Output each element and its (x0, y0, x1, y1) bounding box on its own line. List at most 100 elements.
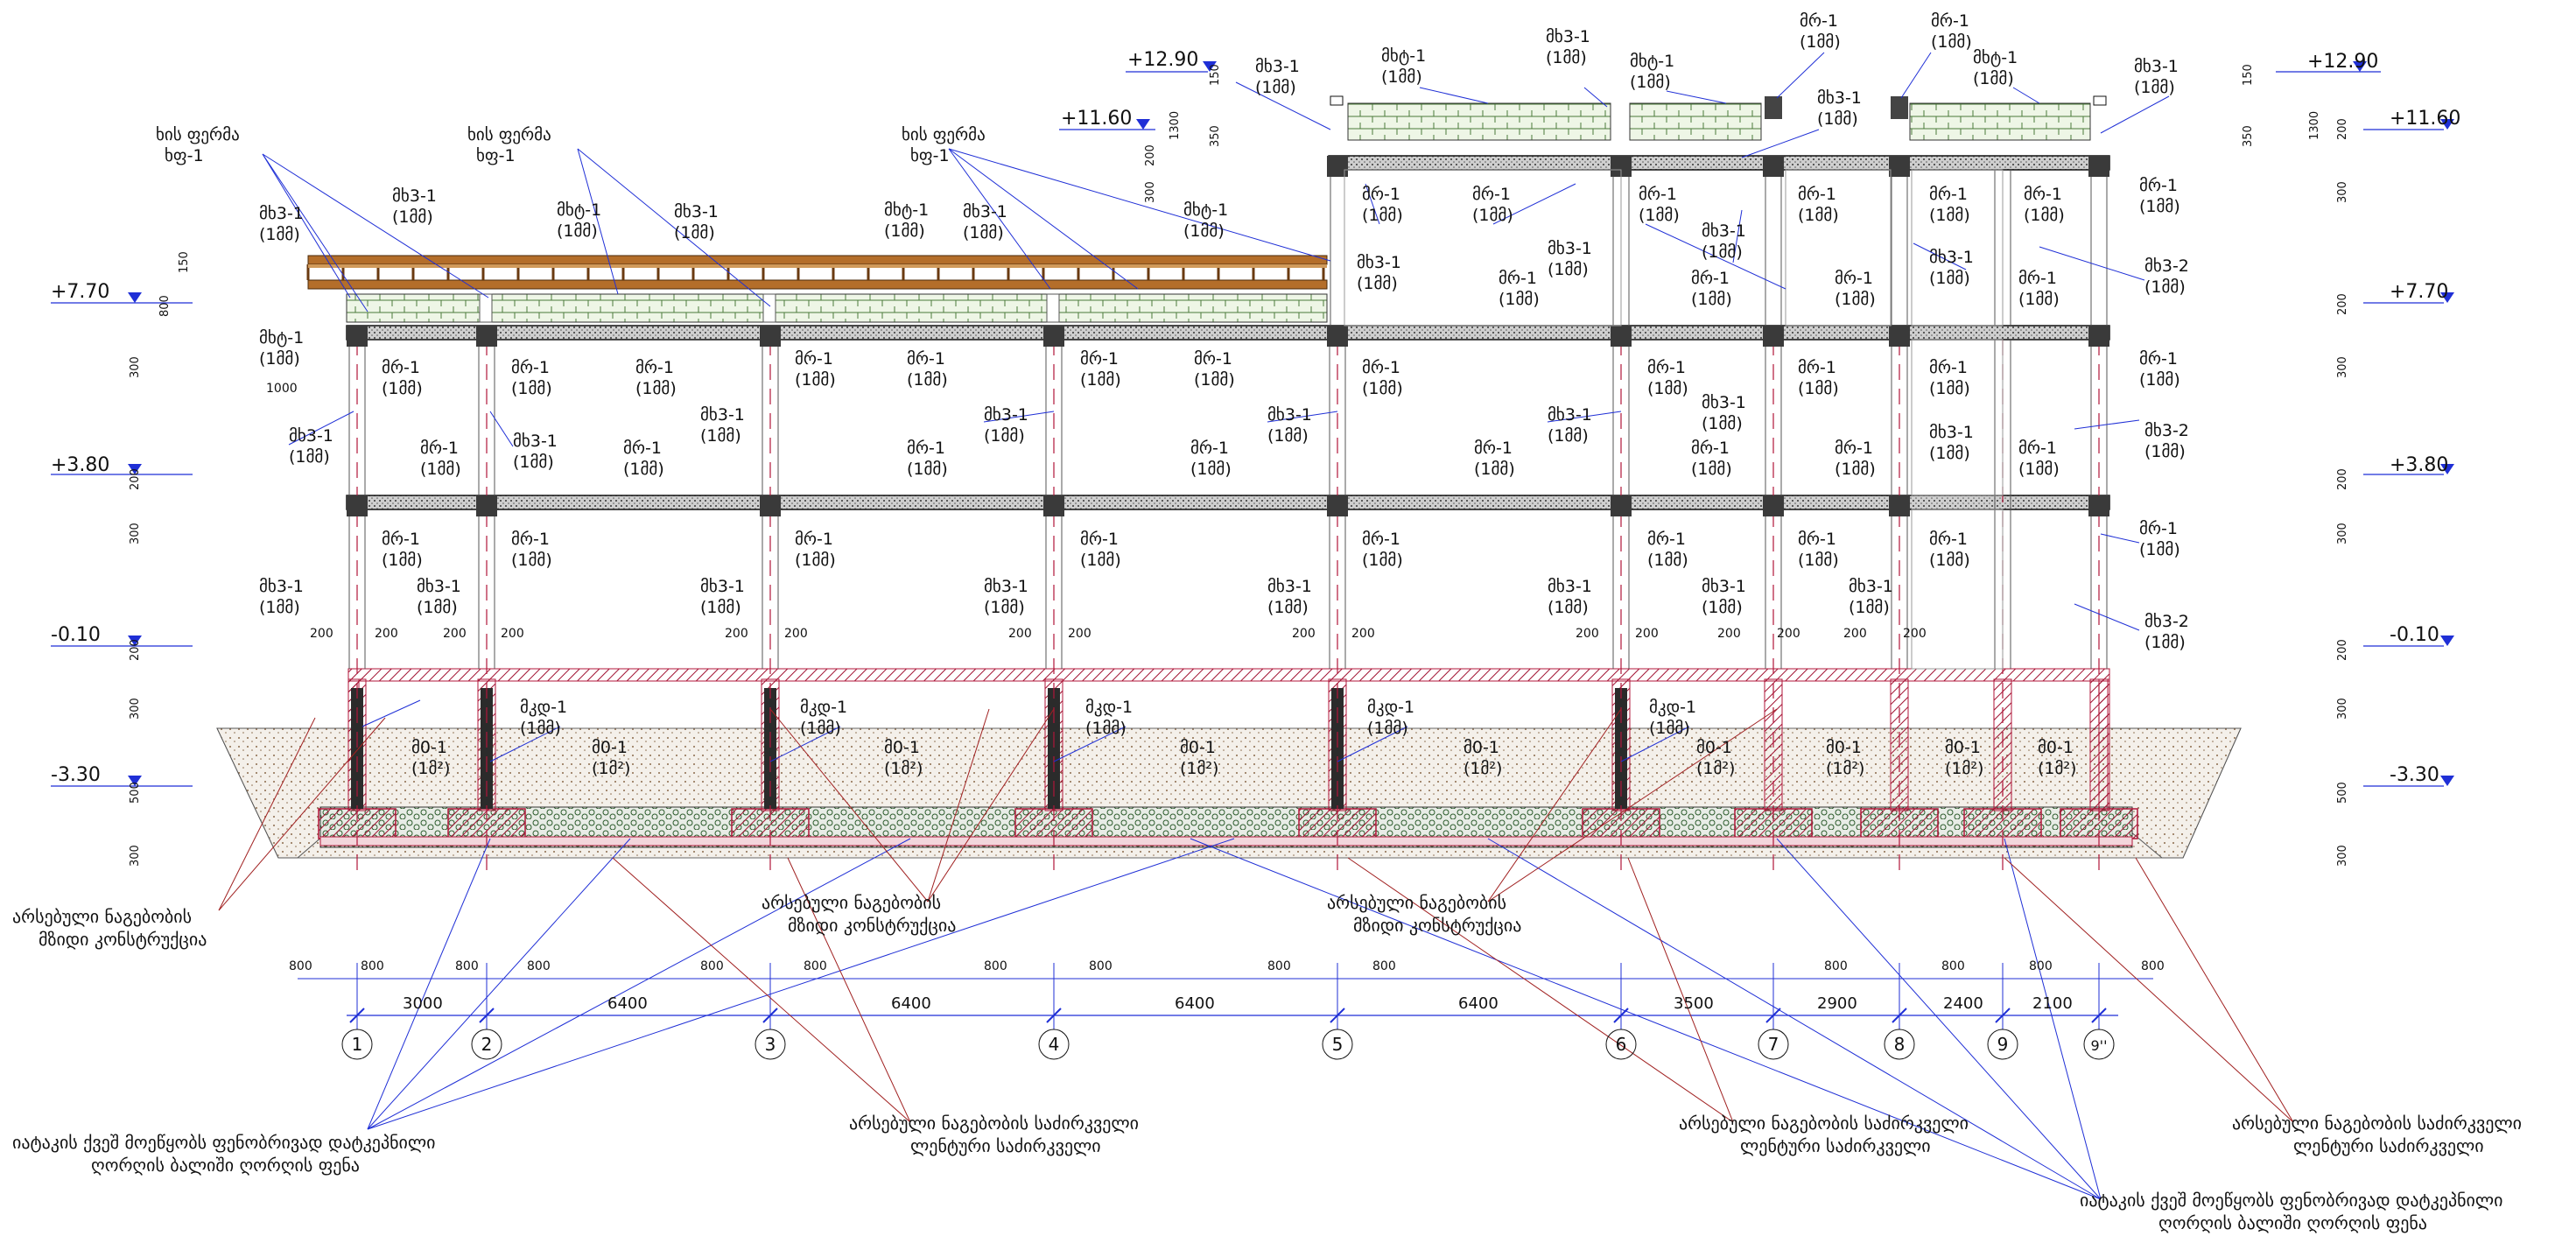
label-mkd1-sub: (1მმ) (1649, 719, 1690, 738)
level-markers-right: +12.90 +11.60 +7.70 +3.80 -0.10 -3.30 (2307, 51, 2460, 786)
column-capital (1043, 326, 1064, 347)
note-existing-structure-2: მზიდი კონსტრუქცია (39, 929, 207, 950)
label-mk31: მხ3-1 (1255, 57, 1300, 76)
leader-line (577, 148, 619, 295)
label-mr1-sub: (1მმ) (382, 551, 423, 570)
label-mr1-sub: (1მმ) (1800, 32, 1841, 52)
dim-200: 200 (501, 627, 524, 641)
level-line-1290-left-triangle (1203, 61, 1217, 72)
dim-300: 300 (2336, 356, 2349, 378)
label-mi1: მ0-1 (1696, 738, 1732, 757)
parapet-wall (1909, 102, 2091, 141)
label-mkt1-sub: (1მმ) (557, 221, 598, 241)
label-mk31-sub: (1მმ) (984, 598, 1025, 617)
label-mk32-sub: (1მმ) (2144, 633, 2186, 652)
label-mk32: მხ3-2 (2144, 421, 2189, 440)
label-mk31-sub: (1მმ) (1546, 48, 1587, 67)
leader-line (983, 411, 1055, 423)
axis-label-1: 1 (352, 1034, 363, 1055)
label-mi1-sub: (1მ²) (1180, 759, 1218, 778)
dim-200: 200 (1008, 627, 1032, 641)
leader-line-red (1487, 708, 1778, 902)
label-mk31-sub: (1მმ) (963, 223, 1004, 242)
leader-line (2100, 533, 2140, 544)
label-mk31: მხ3-1 (289, 426, 333, 446)
label-mr1: მრ-1 (1929, 530, 1968, 549)
leader-line (1913, 242, 1967, 270)
label-mk31-sub: (1მმ) (1929, 269, 1970, 288)
span-9-9b: 2100 (2032, 994, 2073, 1013)
dim-200: 200 (1843, 627, 1867, 641)
label-mk31-sub: (1მმ) (1548, 260, 1589, 279)
label-mkt1: მხტ-1 (884, 200, 929, 220)
leader-line (1620, 726, 1690, 762)
axis-tick-slash (1330, 1008, 1345, 1023)
label-mk31: მხ3-1 (513, 432, 558, 451)
dim-800: 800 (1267, 959, 1291, 973)
leader-line (1365, 183, 1380, 225)
leader-line (1732, 209, 1743, 263)
label-wood-truss: ხის ფერმა (902, 125, 986, 144)
label-mr1-sub: (1მმ) (511, 379, 552, 398)
leader-line (1419, 87, 1489, 104)
dim-800: 800 (1089, 959, 1113, 973)
dim-300: 300 (129, 698, 142, 720)
label-mr1: მრ-1 (2024, 185, 2062, 204)
span-8-9: 2400 (1943, 994, 1983, 1013)
vertical-dimensions: 150 800 300 200 300 200 300 500 300 150 … (129, 64, 2349, 867)
basement-top-beam (347, 668, 2110, 682)
level-line-770-left-triangle (128, 292, 142, 303)
label-mk31: მხ3-1 (1548, 239, 1592, 258)
level-line-010-left-triangle (128, 636, 142, 646)
dim-500: 500 (129, 782, 142, 804)
label-mr1-sub: (1მმ) (1362, 379, 1403, 398)
label-mr1-sub: (1მმ) (1190, 460, 1232, 479)
axis-tick-slash (1046, 1008, 1062, 1023)
label-mr1-sub: (1მმ) (907, 460, 948, 479)
leader-lines (218, 52, 2294, 1200)
label-mr1: მრ-1 (1691, 269, 1730, 288)
label-wood-truss: ხის ფერმა (156, 125, 240, 144)
label-mi1: მ0-1 (592, 738, 628, 757)
label-mkd1: მკდ-1 (520, 698, 567, 717)
label-mr1: მრ-1 (2018, 439, 2057, 458)
label-mi1-sub: (1მ²) (2038, 759, 2076, 778)
dim-200: 200 (1777, 627, 1800, 641)
leader-line (948, 148, 1331, 262)
leader-line (1776, 838, 2102, 1200)
label-mr1: მრ-1 (2018, 269, 2057, 288)
label-mk31-sub: (1მმ) (1548, 598, 1589, 617)
leader-line (2004, 838, 2102, 1200)
label-mk31: მხ3-1 (1929, 248, 1974, 267)
dim-800: 800 (2029, 959, 2053, 973)
label-mk31-sub: (1მმ) (1267, 426, 1309, 446)
label-mk31-sub: (1მმ) (1267, 598, 1309, 617)
column-capital (760, 495, 781, 516)
leader-line (769, 726, 841, 762)
leader-line (1053, 726, 1127, 762)
label-mr1-sub: (1მმ) (623, 460, 664, 479)
leader-line (1666, 90, 1727, 104)
label-mk31: მხ3-1 (1702, 393, 1746, 412)
level-right-1290: +12.90 (2307, 51, 2378, 73)
label-mr1: მრ-1 (1080, 349, 1119, 369)
dim-500: 500 (2336, 782, 2349, 804)
label-mr1-sub: (1მმ) (795, 551, 836, 570)
label-mr1-sub: (1მმ) (1929, 551, 1970, 570)
label-wood-truss-code: ხფ-1 (910, 146, 950, 165)
dim-800: 800 (700, 959, 724, 973)
label-mr1-sub: (1მმ) (511, 551, 552, 570)
dim-800: 800 (1824, 959, 1848, 973)
level-markers-left: +7.70 +3.80 -0.10 -3.30 +12.90 +11.60 (51, 49, 1198, 786)
label-mr1: მრ-1 (1691, 439, 1730, 458)
dim-200: 200 (129, 468, 142, 490)
label-mkd1-sub: (1მმ) (1085, 719, 1127, 738)
label-mr1-sub: (1მმ) (1691, 460, 1732, 479)
note-existing-foundation-1: არსებული ნაგებობის საძირკველი (849, 1113, 1139, 1134)
axis-label-8: 8 (1894, 1034, 1906, 1055)
axis-label-7: 7 (1768, 1034, 1779, 1055)
level-right-330: -3.30 (2390, 764, 2439, 786)
leader-line-red (218, 717, 316, 911)
label-mr1: მრ-1 (420, 439, 459, 458)
note-existing-structure-2: მზიდი კონსტრუქცია (788, 915, 956, 936)
